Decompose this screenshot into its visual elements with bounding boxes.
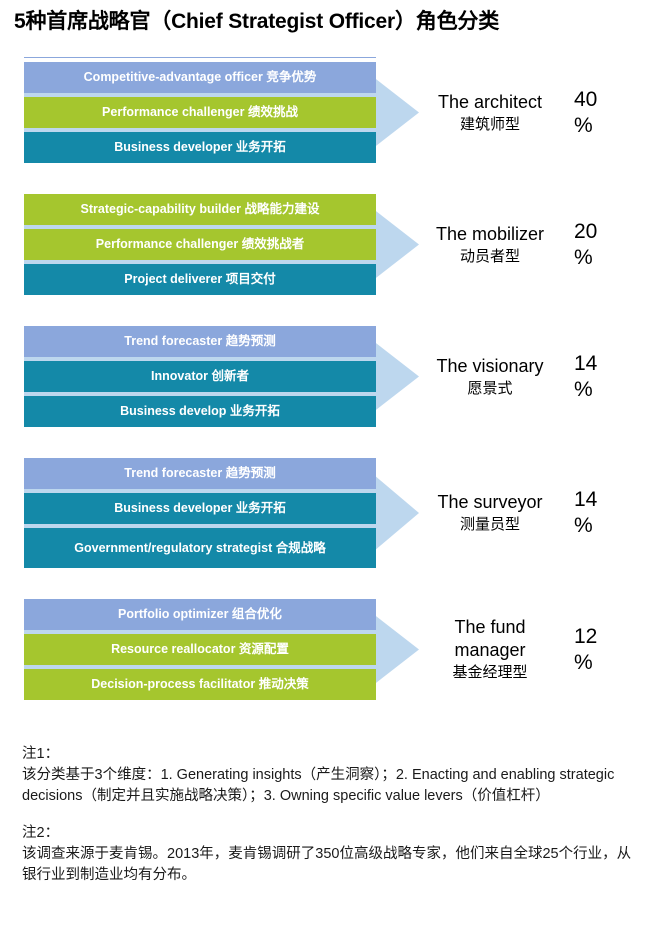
bar-stack: Trend forecaster 趋势预测 Business developer …	[24, 458, 376, 568]
role-bar-label: Trend forecaster 趋势预测	[124, 334, 276, 348]
note-body: 该调查来源于麦肯锡。2013年，麦肯锡调研了350位高级战略专家，他们来自全球2…	[22, 846, 632, 883]
role-bar[interactable]: Performance challenger 绩效挑战者	[24, 229, 376, 260]
role-bar-label: Decision-process facilitator 推动决策	[91, 677, 309, 691]
role-bar[interactable]: Trend forecaster 趋势预测	[24, 326, 376, 357]
role-bar[interactable]: Resource reallocator 资源配置	[24, 634, 376, 665]
role-label-en: The architect	[437, 91, 543, 112]
role-bar[interactable]: Portfolio optimizer 组合优化	[24, 599, 376, 630]
role-label-cn: 基金经理型	[452, 664, 528, 681]
bar-stack: Trend forecaster 趋势预测 Innovator 创新者 Busine…	[24, 326, 376, 427]
role-bar-label: Business develop 业务开拓	[120, 404, 280, 418]
role-group: Strategic-capability builder 战略能力建设 Perfo…	[0, 194, 652, 295]
percentage-sign: %	[574, 650, 593, 674]
role-bar[interactable]: Business developer 业务开拓	[24, 493, 376, 524]
note-label: 注1：	[22, 746, 60, 762]
role-bar[interactable]: Business develop 业务开拓	[24, 396, 376, 427]
role-bar[interactable]: Innovator 创新者	[24, 361, 376, 392]
role-label: The surveyor 测量员型	[420, 491, 560, 535]
note-block: 注1： 该分类基于3个维度：1. Generating insights（产生洞察…	[22, 744, 636, 807]
title-divider	[24, 57, 376, 58]
percentage-number: 14	[574, 351, 598, 375]
role-bar[interactable]: Business developer 业务开拓	[24, 132, 376, 163]
role-label: The fund manager 基金经理型	[420, 616, 560, 683]
role-bar[interactable]: Competitive-advantage officer 竞争优势	[24, 62, 376, 93]
role-bar-label: Trend forecaster 趋势预测	[124, 466, 276, 480]
role-bar[interactable]: Trend forecaster 趋势预测	[24, 458, 376, 489]
percentage-value: 40%	[574, 87, 634, 139]
note-block: 注2： 该调查来源于麦肯锡。2013年，麦肯锡调研了350位高级战略专家，他们来自…	[22, 823, 636, 886]
percentage-value: 12%	[574, 624, 634, 676]
percentage-sign: %	[574, 377, 593, 401]
role-label-en: The mobilizer	[435, 223, 545, 244]
role-label-cn: 建筑师型	[459, 115, 520, 133]
percentage-value: 14%	[574, 351, 634, 403]
role-bar-label: Project deliverer 项目交付	[124, 272, 276, 286]
percentage-value: 14%	[574, 487, 634, 539]
percentage-sign: %	[574, 514, 593, 537]
role-bar[interactable]: Performance challenger 绩效挑战	[24, 97, 376, 128]
role-bar-label: Strategic-capability builder 战略能力建设	[80, 202, 320, 216]
role-bar[interactable]: Strategic-capability builder 战略能力建设	[24, 194, 376, 225]
percentage-sign: %	[574, 113, 593, 137]
percentage-number: 40	[574, 87, 598, 111]
role-bar-label: Performance challenger 绩效挑战	[102, 105, 298, 119]
role-label-cn: 动员者型	[459, 247, 520, 265]
role-bar-label: Business developer 业务开拓	[114, 140, 286, 154]
percentage-sign: %	[574, 245, 593, 269]
percentage-number: 14	[574, 488, 598, 511]
role-bar-label: Competitive-advantage officer 竞争优势	[83, 70, 317, 84]
role-bar-label: Business developer 业务开拓	[114, 501, 286, 515]
role-label-en: The surveyor	[437, 492, 543, 512]
notes-section: 注1： 该分类基于3个维度：1. Generating insights（产生洞察…	[22, 744, 636, 902]
percentage-value: 20%	[574, 219, 634, 271]
role-bar-label: Portfolio optimizer 组合优化	[118, 607, 282, 621]
role-classification-chart: Competitive-advantage officer 竞争优势 Perfor…	[0, 62, 652, 734]
note-body: 该分类基于3个维度：1. Generating insights（产生洞察）；2…	[22, 767, 615, 804]
role-label-cn: 愿景式	[467, 379, 513, 397]
page-title: 5种首席战略官（Chief Strategist Officer）角色分类	[14, 10, 499, 33]
role-bar[interactable]: Project deliverer 项目交付	[24, 264, 376, 295]
role-group: Trend forecaster 趋势预测 Innovator 创新者 Busine…	[0, 326, 652, 427]
role-bar-label: Government/regulatory strategist 合规战略	[74, 540, 326, 555]
note-label: 注2：	[22, 825, 60, 841]
bar-stack: Portfolio optimizer 组合优化 Resource realloc…	[24, 599, 376, 700]
role-bar-label: Resource reallocator 资源配置	[111, 642, 289, 656]
role-group: Competitive-advantage officer 竞争优势 Perfor…	[0, 62, 652, 163]
role-label-en: The visionary	[436, 355, 544, 376]
role-group: Trend forecaster 趋势预测 Business developer …	[0, 458, 652, 568]
role-bar-label: Innovator 创新者	[151, 369, 249, 383]
role-label: The mobilizer 动员者型	[420, 223, 560, 267]
role-label-cn: 测量员型	[459, 516, 520, 533]
bar-stack: Competitive-advantage officer 竞争优势 Perfor…	[24, 62, 376, 163]
bar-stack: Strategic-capability builder 战略能力建设 Perfo…	[24, 194, 376, 295]
percentage-number: 12	[574, 624, 598, 648]
role-label: The visionary 愿景式	[420, 355, 560, 399]
percentage-number: 20	[574, 219, 598, 243]
role-label: The architect 建筑师型	[420, 91, 560, 135]
role-group: Portfolio optimizer 组合优化 Resource realloc…	[0, 599, 652, 700]
role-bar-label: Performance challenger 绩效挑战者	[95, 237, 305, 251]
role-bar[interactable]: Government/regulatory strategist 合规战略	[24, 528, 376, 568]
role-bar[interactable]: Decision-process facilitator 推动决策	[24, 669, 376, 700]
role-label-en: The fund manager	[454, 617, 526, 660]
